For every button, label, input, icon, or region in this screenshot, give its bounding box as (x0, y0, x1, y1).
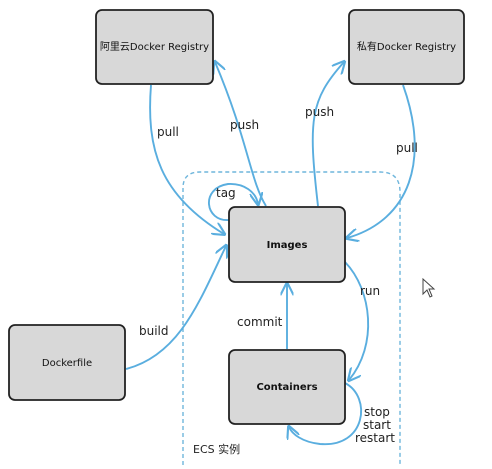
edge-push-images-to-private (311, 62, 344, 207)
edge-labels: pull push push pull tag build commit run… (139, 105, 418, 445)
edge-tag-loop (208, 183, 258, 221)
edge-label-push-left: push (230, 118, 259, 132)
edge-label-stop: stop (364, 405, 390, 419)
node-private-registry: 私有Docker Registry (348, 9, 465, 85)
images-label: Images (267, 240, 308, 251)
ecs-instance-label: ECS 实例 (193, 442, 240, 456)
dockerfile-label: Dockerfile (42, 358, 92, 369)
edge-label-restart: restart (355, 431, 395, 445)
node-aliyun-registry: 阿里云Docker Registry (95, 9, 214, 85)
node-dockerfile: Dockerfile (8, 324, 126, 401)
node-containers: Containers (228, 349, 346, 425)
edge-label-push-right: push (305, 105, 334, 119)
edge-pull-aliyun-to-images (149, 84, 224, 234)
containers-label: Containers (256, 382, 317, 393)
ecs-instance-boundary (182, 171, 401, 465)
edge-stop-start-restart-loop (289, 382, 363, 445)
edges (125, 62, 416, 445)
edge-label-pull-left: pull (157, 125, 179, 139)
edge-label-tag: tag (216, 186, 236, 200)
edge-label-pull-right: pull (396, 141, 418, 155)
aliyun-registry-label: 阿里云Docker Registry (100, 41, 209, 53)
edge-run-images-to-containers (344, 261, 369, 380)
edge-label-start: start (363, 418, 391, 432)
edge-pull-private-to-images (347, 84, 416, 238)
mouse-pointer-icon (422, 277, 436, 298)
edge-label-commit: commit (237, 315, 283, 329)
edge-label-build: build (139, 324, 169, 338)
edge-label-run: run (360, 284, 380, 298)
private-registry-label: 私有Docker Registry (357, 40, 456, 53)
ecs-instance-group: ECS 实例 (182, 171, 401, 465)
edge-build-dockerfile-to-images (125, 246, 226, 370)
node-images: Images (228, 206, 346, 283)
